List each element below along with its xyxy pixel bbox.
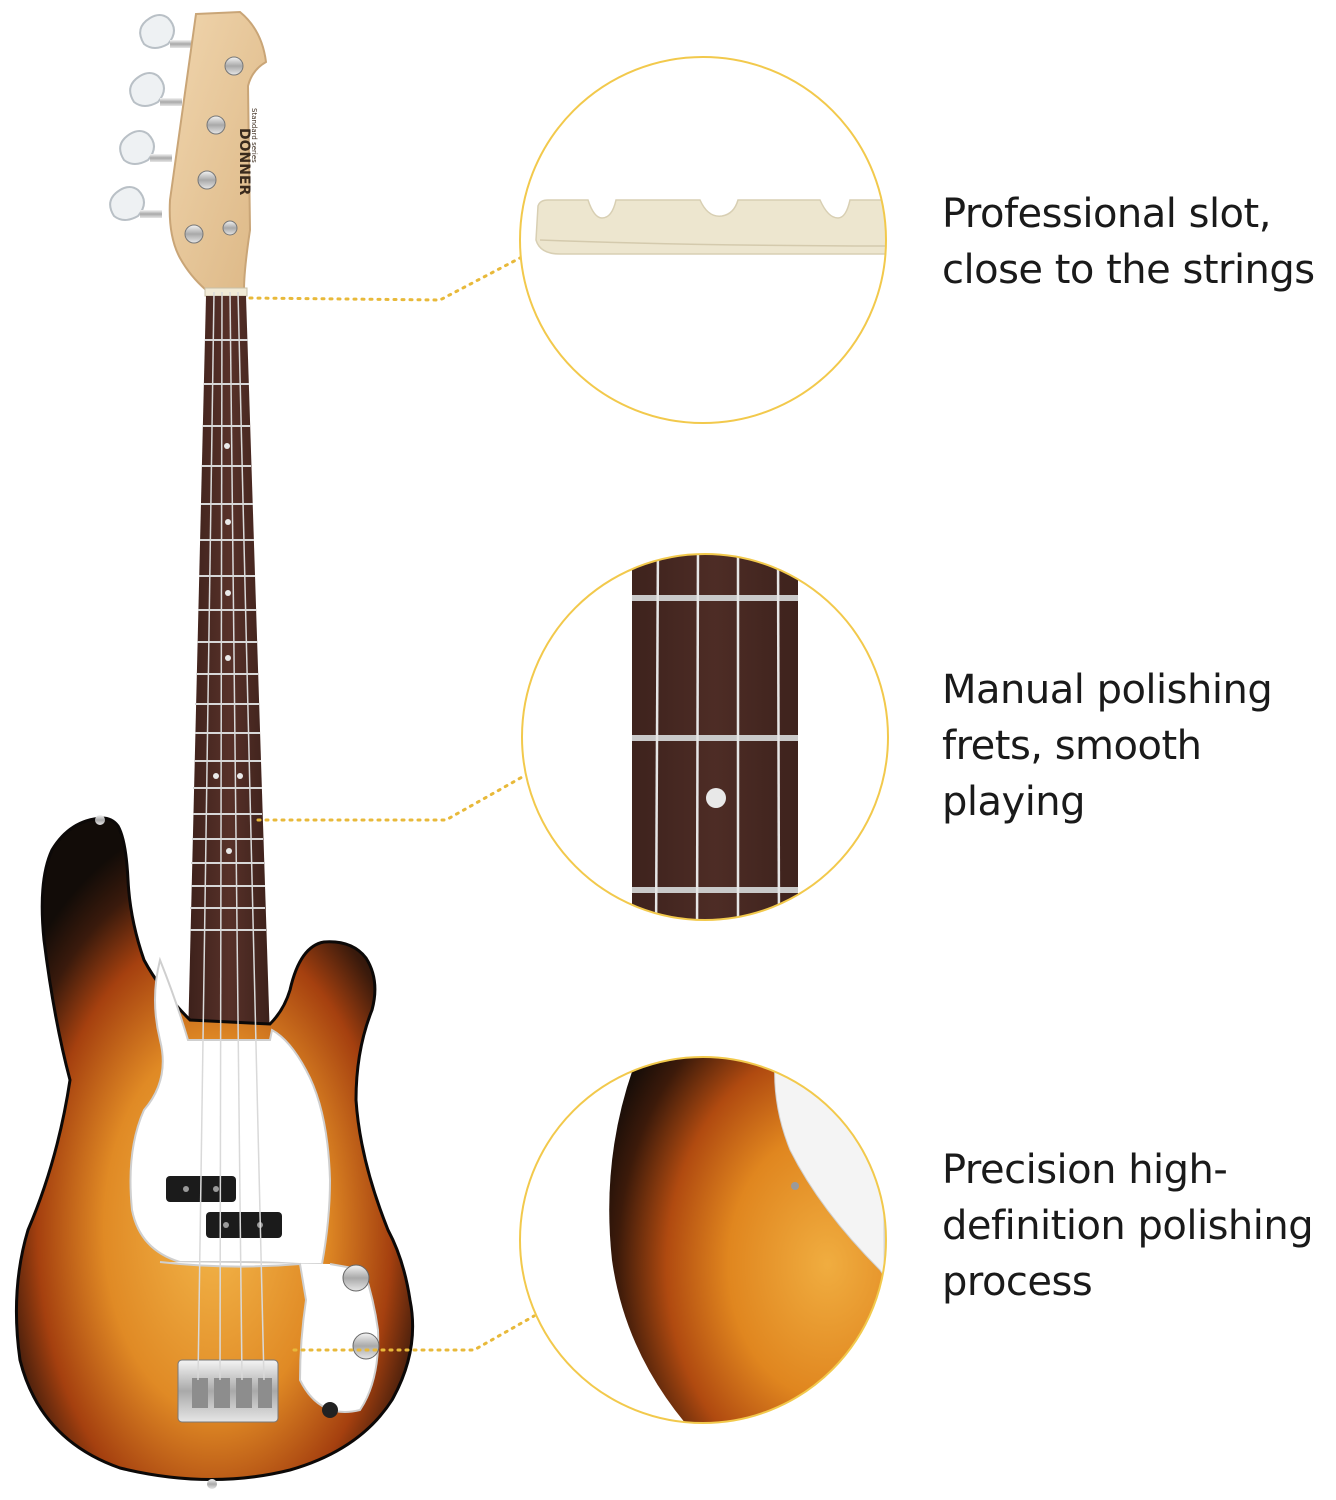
feature-text-nut-slot: Professional slot, close to the strings xyxy=(942,186,1336,298)
headstock xyxy=(168,10,268,291)
feature-line: frets, smooth xyxy=(942,723,1202,769)
callout-nut-closeup xyxy=(519,56,887,424)
headstock-logo: DONNER xyxy=(236,128,252,196)
headstock-model: Standard series xyxy=(250,108,258,163)
feature-line: playing xyxy=(942,779,1086,825)
feature-line: close to the strings xyxy=(942,247,1315,293)
fret-dot-marker xyxy=(706,788,726,808)
feature-line: Professional slot, xyxy=(942,191,1271,237)
callout-finish-closeup xyxy=(519,1056,887,1424)
callout-frets-closeup xyxy=(521,553,889,921)
strings xyxy=(197,291,265,1381)
bass-guitar: DONNER Standard series xyxy=(14,10,415,1489)
tuner-pegs xyxy=(109,14,192,221)
feature-line: process xyxy=(942,1259,1093,1305)
tuner-posts xyxy=(184,56,244,244)
fretboard xyxy=(188,296,270,1040)
leader-lines xyxy=(248,256,536,1352)
feature-text-finish: Precision high- definition polishing pro… xyxy=(942,1142,1336,1310)
bridge xyxy=(177,1359,279,1423)
feature-line: Precision high- xyxy=(942,1147,1228,1193)
feature-line: Manual polishing xyxy=(942,667,1273,713)
control-knobs xyxy=(322,1264,380,1418)
feature-text-frets: Manual polishing frets, smooth playing xyxy=(942,662,1336,830)
feature-line: definition polishing xyxy=(942,1203,1314,1249)
nut xyxy=(204,287,248,297)
nut-closeup xyxy=(535,199,886,255)
fret-markers xyxy=(213,443,243,854)
